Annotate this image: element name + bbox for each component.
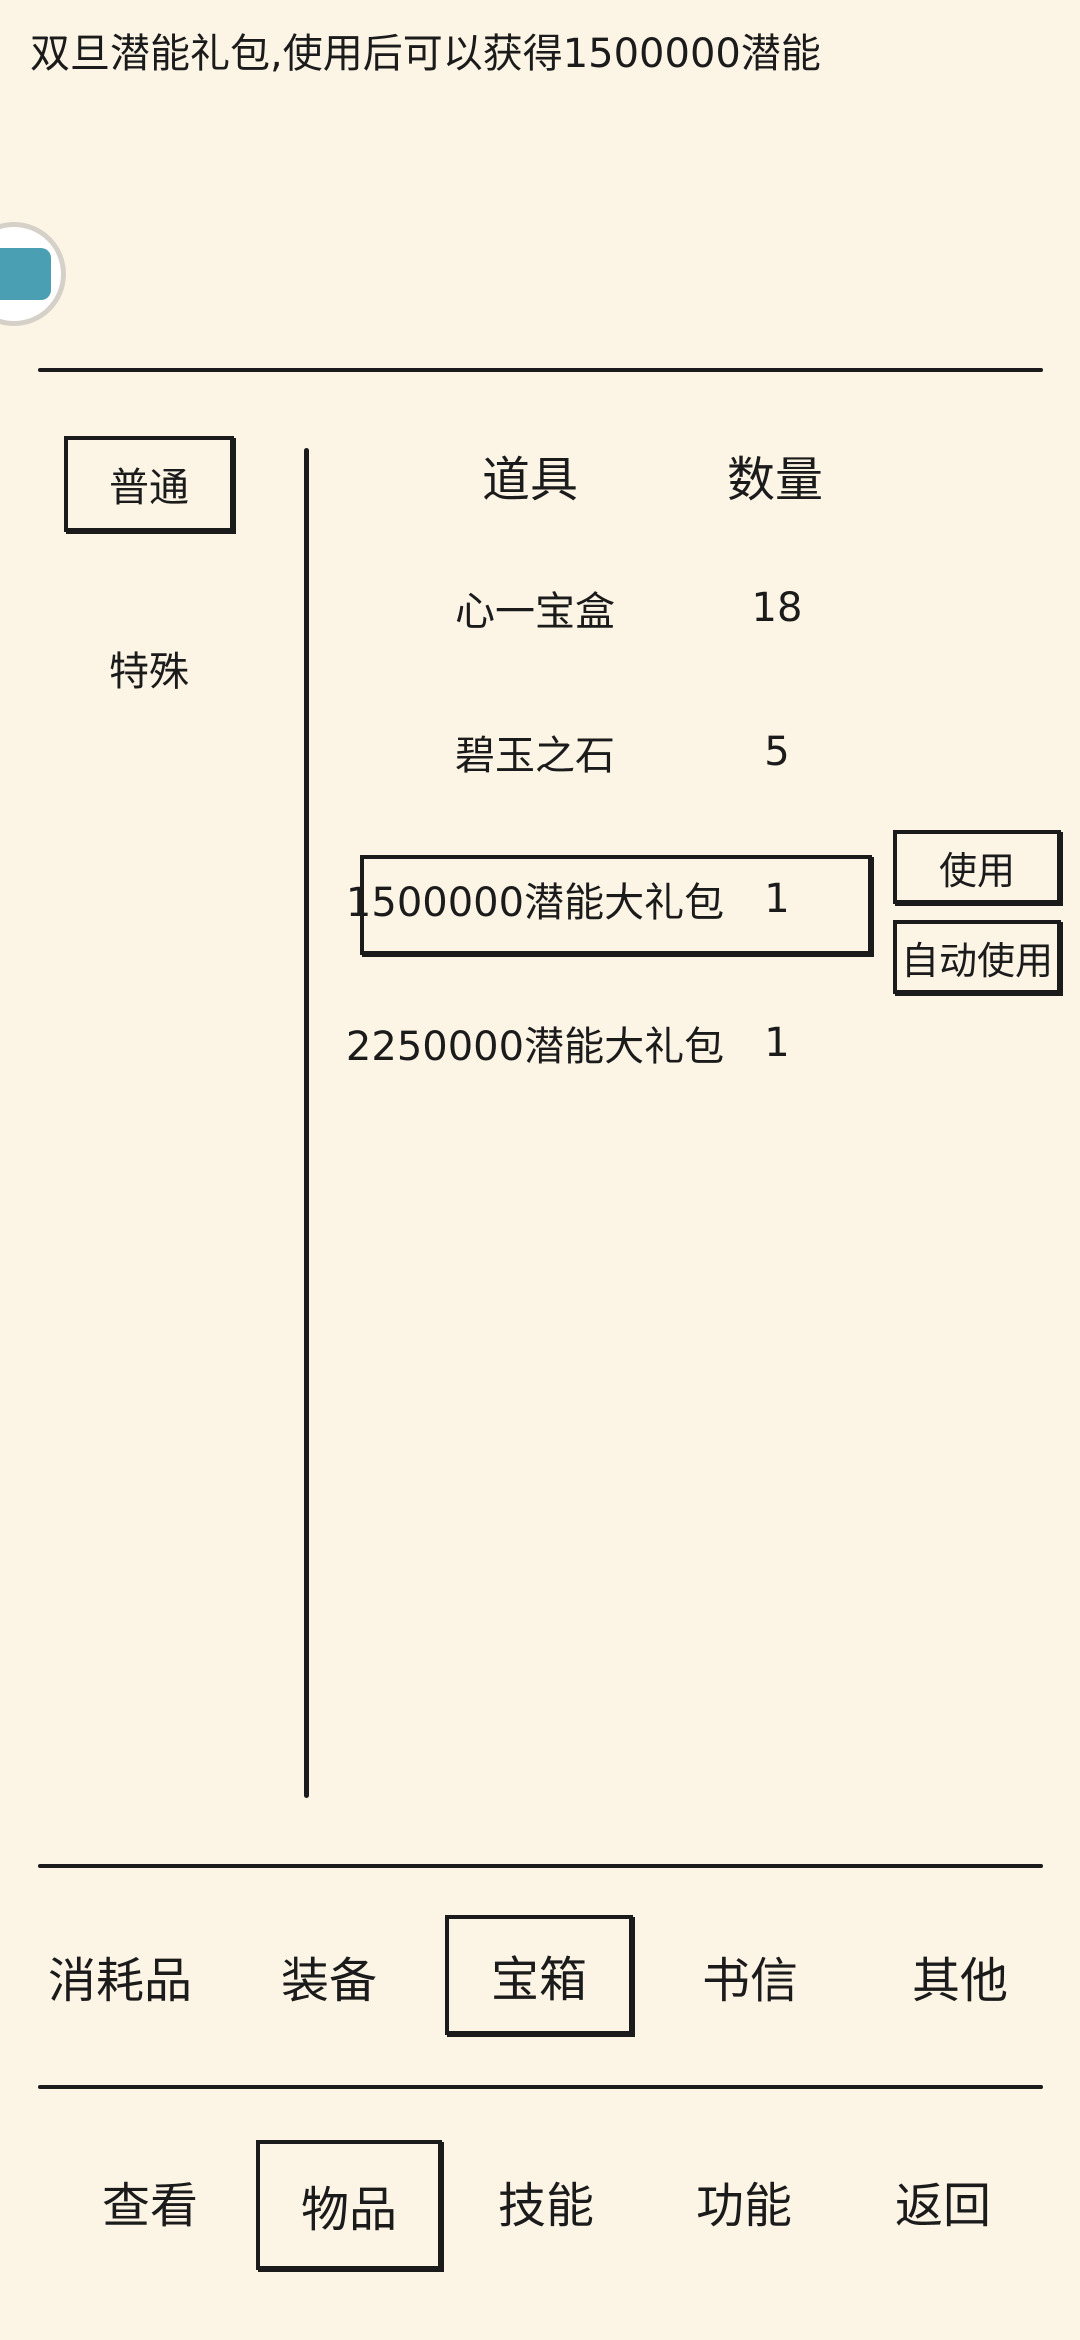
row-item-name[interactable]: 碧玉之石: [455, 733, 615, 779]
nav-top-divider: [38, 2085, 1043, 2089]
header-quantity: 数量: [726, 452, 823, 508]
row-item-name[interactable]: 1500000潜能大礼包: [345, 880, 725, 926]
selected-row-highlight[interactable]: [360, 855, 872, 955]
tab-treasure-chest[interactable]: 宝箱: [445, 1915, 633, 2035]
tab-letters[interactable]: 书信: [701, 1953, 798, 2009]
auto-use-button[interactable]: 自动使用: [893, 920, 1061, 994]
header-item: 道具: [481, 452, 578, 508]
row-item-name[interactable]: 2250000潜能大礼包: [345, 1024, 725, 1070]
item-description: 双旦潜能礼包,使用后可以获得1500000潜能: [30, 31, 821, 77]
category-normal-label: 普通: [109, 465, 189, 511]
nav-functions[interactable]: 功能: [695, 2178, 792, 2234]
tab-other[interactable]: 其他: [911, 1953, 1008, 2009]
subtabs-top-divider: [38, 1864, 1043, 1868]
floating-assistant-bubble[interactable]: [0, 222, 66, 326]
top-divider: [38, 368, 1043, 372]
row-item-qty: 5: [764, 729, 790, 775]
nav-view[interactable]: 查看: [101, 2178, 198, 2234]
nav-items[interactable]: 物品: [256, 2140, 442, 2270]
use-button[interactable]: 使用: [893, 830, 1061, 904]
row-item-qty: 1: [764, 876, 790, 922]
tab-consumables[interactable]: 消耗品: [47, 1953, 192, 2009]
tab-equipment[interactable]: 装备: [280, 1953, 377, 2009]
category-normal[interactable]: 普通: [64, 436, 234, 532]
category-special[interactable]: 特殊: [64, 620, 234, 716]
category-special-label: 特殊: [109, 649, 189, 695]
app-logo-icon: [0, 248, 51, 300]
row-item-name[interactable]: 心一宝盒: [455, 589, 615, 635]
row-item-qty: 18: [751, 585, 803, 631]
nav-back[interactable]: 返回: [894, 2178, 991, 2234]
column-divider: [304, 448, 309, 1798]
nav-skills[interactable]: 技能: [497, 2178, 594, 2234]
row-item-qty: 1: [764, 1020, 790, 1066]
